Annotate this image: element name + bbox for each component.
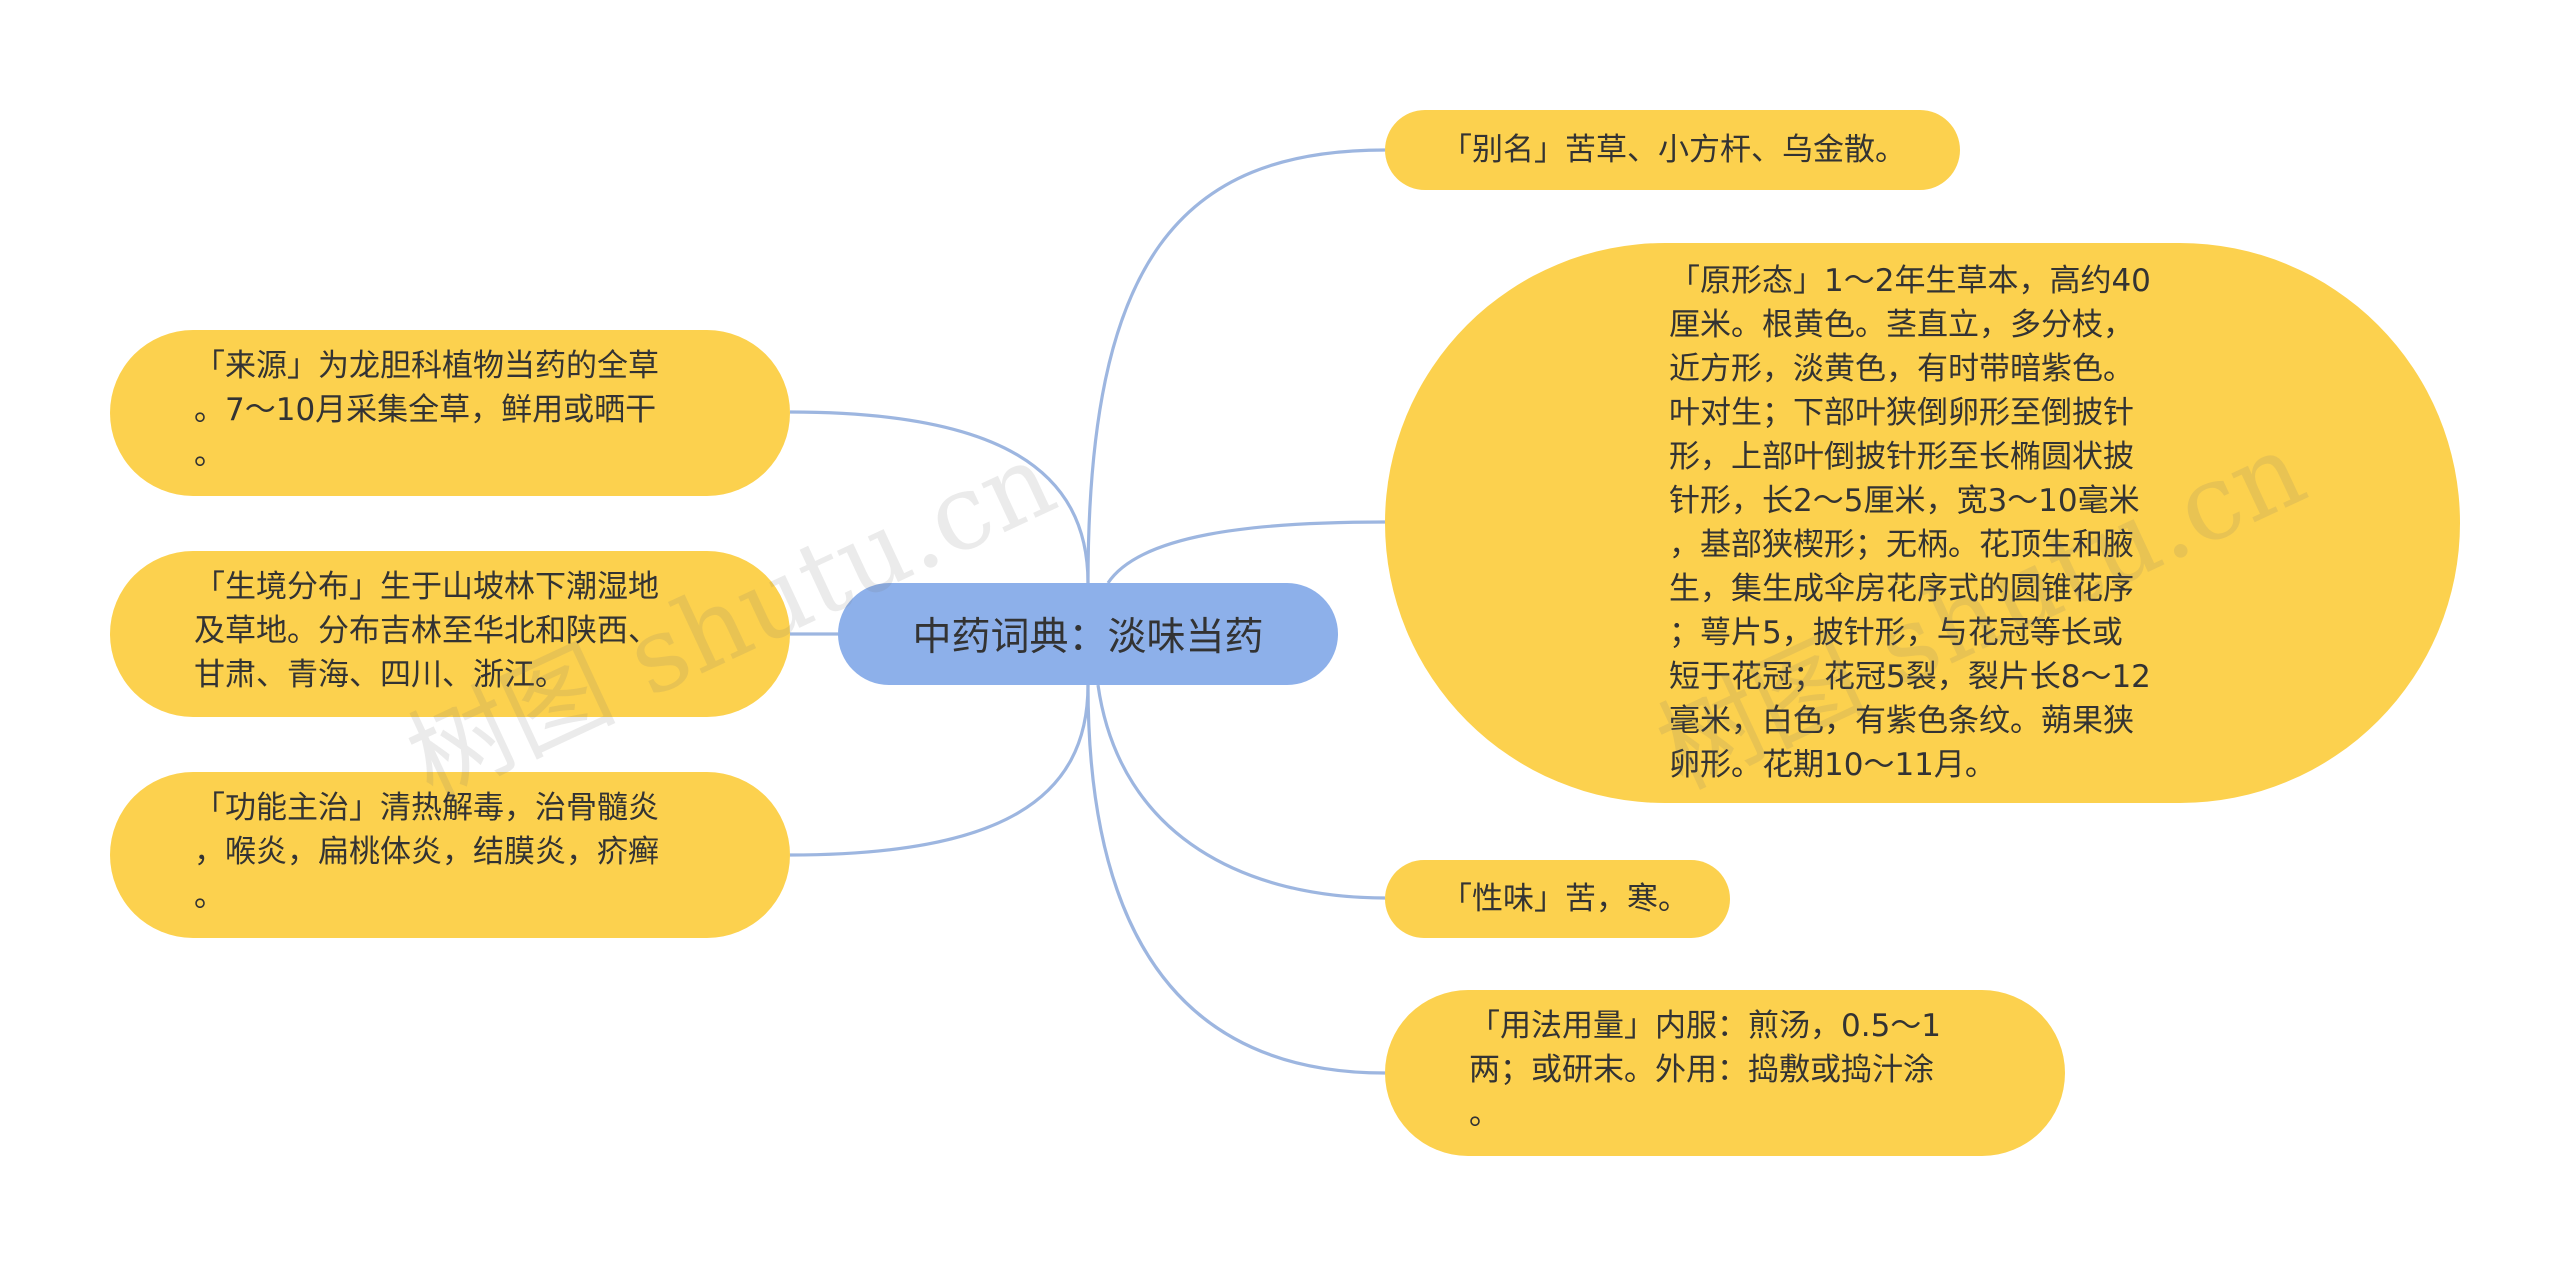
link-root-to-source: [789, 410, 1090, 584]
link-root-to-alias: [1086, 148, 1386, 584]
node-taste[interactable]: 「性味」苦，寒。: [1385, 860, 1730, 938]
node-alias[interactable]: 「别名」苦草、小方杆、乌金散。: [1385, 110, 1960, 190]
node-morphology[interactable]: 「原形态」1～2年生草本，高约40 厘米。根黄色。茎直立，多分枝， 近方形，淡黄…: [1385, 243, 2460, 803]
node-taste-text: 「性味」苦，寒。: [1441, 881, 1689, 917]
link-root-to-taste: [1096, 684, 1386, 900]
root-node[interactable]: 中药词典：淡味当药: [838, 583, 1338, 685]
root-node-label: 中药词典：淡味当药: [912, 615, 1264, 660]
node-usage[interactable]: 「用法用量」内服：煎汤，0.5～1 两；或研末。外用：捣敷或捣汁涂 。: [1385, 990, 2065, 1156]
node-function[interactable]: 「功能主治」清热解毒，治骨髓炎 ，喉炎，扁桃体炎，结膜炎，疥癣 。: [110, 772, 790, 938]
node-function-text: 「功能主治」清热解毒，治骨髓炎 ，喉炎，扁桃体炎，结膜炎，疥癣 。: [194, 790, 659, 914]
node-source-text: 「来源」为龙胆科植物当药的全草 。7～10月采集全草，鲜用或晒干 。: [194, 348, 659, 472]
link-root-to-usage: [1086, 684, 1386, 1075]
node-morphology-text: 「原形态」1～2年生草本，高约40 厘米。根黄色。茎直立，多分枝， 近方形，淡黄…: [1669, 263, 2151, 783]
node-habitat[interactable]: 「生境分布」生于山坡林下潮湿地 及草地。分布吉林至华北和陕西、 甘肃、青海、四川…: [110, 551, 790, 717]
node-alias-text: 「别名」苦草、小方杆、乌金散。: [1441, 132, 1906, 168]
node-usage-text: 「用法用量」内服：煎汤，0.5～1 两；或研末。外用：捣敷或捣汁涂 。: [1469, 1008, 1942, 1132]
link-root-to-function: [789, 684, 1090, 857]
node-habitat-text: 「生境分布」生于山坡林下潮湿地 及草地。分布吉林至华北和陕西、 甘肃、青海、四川…: [194, 569, 659, 693]
link-root-to-morphology: [1106, 520, 1386, 584]
node-source[interactable]: 「来源」为龙胆科植物当药的全草 。7～10月采集全草，鲜用或晒干 。: [110, 330, 790, 496]
